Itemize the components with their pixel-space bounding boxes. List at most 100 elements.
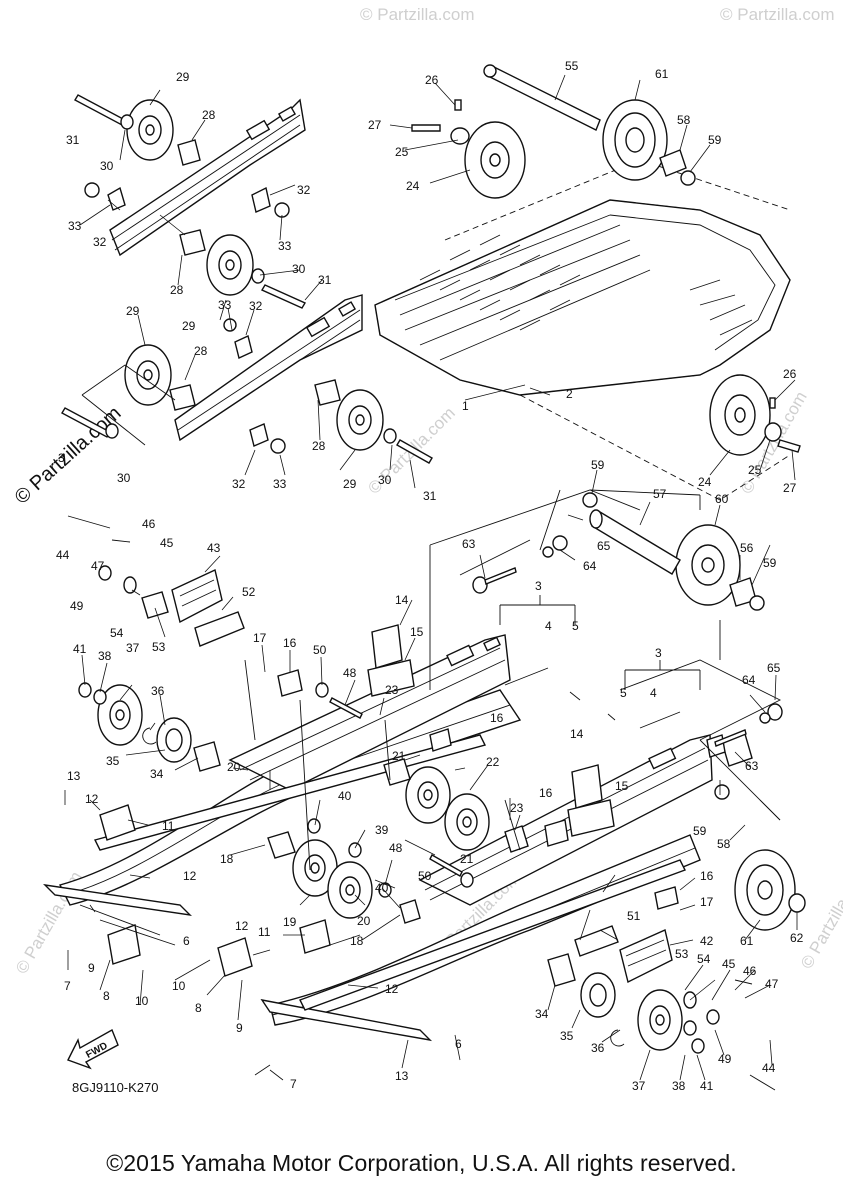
callout-label: 9	[88, 961, 95, 975]
callout-label: 26	[783, 367, 797, 381]
upper-left-rail	[109, 98, 306, 257]
wheel-37-a	[97, 684, 143, 746]
callout-label: 25	[748, 463, 762, 477]
callout-label: 33	[218, 298, 232, 312]
callout-label: 15	[410, 625, 424, 639]
callout-label: 2	[566, 387, 573, 401]
bushings-lower	[141, 591, 576, 987]
callout-label: 31	[66, 133, 80, 147]
wheel-24-top	[411, 99, 526, 199]
callout-label: 42	[700, 934, 714, 948]
callout-label: 49	[70, 599, 84, 613]
plates-51-52	[194, 611, 619, 957]
callout-label: 4	[650, 686, 657, 700]
callout-label: 46	[743, 964, 757, 978]
watermark: © Partzilla.com	[797, 863, 843, 972]
blocks-16	[277, 669, 679, 910]
callout-label: 30	[378, 473, 392, 487]
callout-label: 16	[283, 636, 297, 650]
callout-label: 41	[700, 1079, 714, 1093]
callout-label: 20	[227, 760, 241, 774]
callout-label: 10	[135, 994, 149, 1008]
callout-label: 9	[236, 1021, 243, 1035]
rail-frame-upper	[228, 634, 511, 791]
callout-label: 50	[418, 869, 432, 883]
callout-label: 7	[64, 979, 71, 993]
callout-label: 33	[68, 219, 82, 233]
callout-label: 13	[395, 1069, 409, 1083]
callout-label: 56	[740, 541, 754, 555]
callout-label: 53	[675, 947, 689, 961]
callout-label: 32	[232, 477, 246, 491]
callout-label: 48	[389, 841, 403, 855]
axle-shaft-55	[483, 64, 601, 131]
washers-59	[582, 492, 765, 800]
callout-label: 3	[58, 451, 65, 465]
callout-label: 63	[745, 759, 759, 773]
callout-label: 1	[462, 399, 469, 413]
callout-label: 13	[67, 769, 81, 783]
callout-label: 26	[425, 73, 439, 87]
callout-label: 19	[283, 915, 297, 929]
callout-label: 35	[106, 754, 120, 768]
callout-label: 44	[56, 548, 70, 562]
wheel-29-d	[336, 389, 384, 451]
callout-label: 15	[615, 779, 629, 793]
callout-label: 60	[715, 492, 729, 506]
collar-58	[659, 149, 696, 186]
watermark-main: © Partzilla.com	[11, 402, 126, 509]
callout-label: 21	[392, 749, 406, 763]
callout-label: 64	[583, 559, 597, 573]
callout-label: 29	[126, 304, 140, 318]
callout-label: 63	[462, 537, 476, 551]
callout-label: 33	[273, 477, 287, 491]
callout-label: 16	[700, 869, 714, 883]
callout-label: 47	[91, 559, 105, 573]
callout-label: 12	[235, 919, 249, 933]
rollers-35-36	[142, 717, 625, 1047]
callout-label: 28	[194, 344, 208, 358]
callout-label: 12	[385, 982, 399, 996]
watermark: © Partzilla.com	[720, 5, 835, 24]
callout-label: 40	[375, 881, 389, 895]
callout-label: 36	[151, 684, 165, 698]
callout-label: 61	[655, 67, 669, 81]
wheel-29-c	[124, 344, 172, 406]
callout-label: 47	[765, 977, 779, 991]
callout-label: 46	[142, 517, 156, 531]
watermark: © Partzilla.com	[360, 5, 475, 24]
diagram-code: 8GJ9110-K270	[72, 1080, 159, 1095]
callout-label: 37	[632, 1079, 646, 1093]
callout-label: 58	[717, 837, 731, 851]
callout-label: 43	[207, 541, 221, 555]
callout-label: 5	[572, 619, 579, 633]
callout-label: 59	[763, 556, 777, 570]
callout-label: 24	[698, 475, 712, 489]
small-hardware	[67, 515, 783, 1091]
callout-label: 32	[249, 299, 263, 313]
callout-label: 21	[460, 852, 474, 866]
callout-label: 29	[182, 319, 196, 333]
callout-label: 3	[535, 579, 542, 593]
callout-label: 28	[312, 439, 326, 453]
callout-label: 12	[85, 792, 99, 806]
stopper-43	[171, 569, 223, 624]
washers-30	[105, 114, 397, 444]
callout-label: 29	[343, 477, 357, 491]
wheel-19-b	[327, 861, 373, 919]
wheel-19-a	[292, 839, 338, 897]
callout-label: 8	[103, 989, 110, 1003]
callout-label: 7	[290, 1077, 297, 1091]
callout-label: 35	[560, 1029, 574, 1043]
wheel-29-b	[206, 234, 254, 296]
callout-label: 12	[183, 869, 197, 883]
callout-label: 65	[767, 661, 781, 675]
callout-label: 6	[455, 1037, 462, 1051]
callout-label: 45	[722, 957, 736, 971]
callout-label: 11	[162, 819, 175, 833]
callout-label: 3	[655, 646, 662, 660]
callout-label: 16	[539, 786, 553, 800]
callout-label: 23	[385, 683, 399, 697]
wheel-22-b	[444, 793, 490, 851]
